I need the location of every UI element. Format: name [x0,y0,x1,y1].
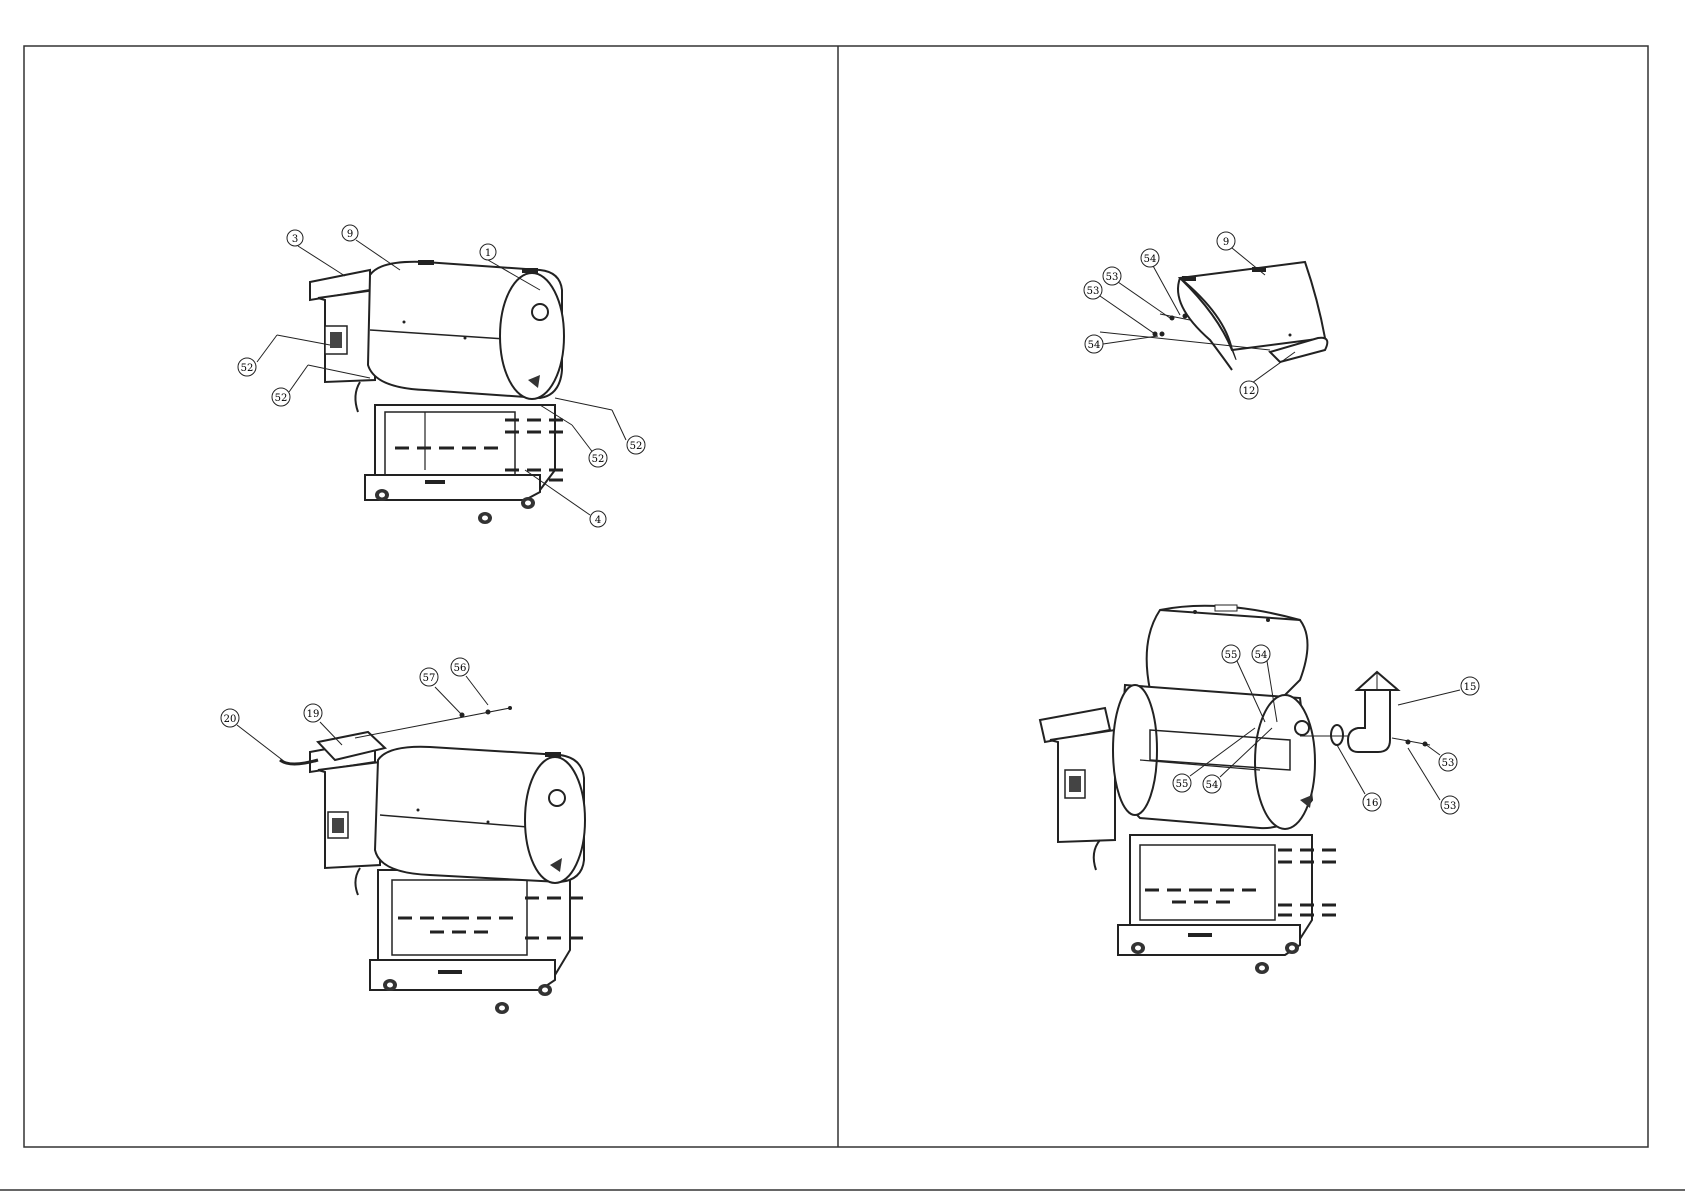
callout-53-d: 53 [1441,796,1459,814]
callout-52-d: 52 [589,449,607,467]
svg-text:56: 56 [454,663,467,674]
svg-text:52: 52 [630,441,643,452]
svg-text:53: 53 [1442,758,1455,769]
svg-text:15: 15 [1464,682,1477,693]
callout-55-a: 55 [1222,645,1240,663]
svg-text:53: 53 [1087,286,1100,297]
callout-55-b: 55 [1173,774,1191,792]
svg-text:53: 53 [1444,801,1457,812]
callout-9: 9 [342,225,358,241]
callout-9-lid: 9 [1217,232,1235,250]
callout-3: 3 [287,230,303,246]
callout-4: 4 [590,511,606,527]
callout-12: 12 [1240,381,1258,399]
svg-text:54: 54 [1144,254,1157,265]
callout-16: 16 [1363,793,1381,811]
svg-text:16: 16 [1366,798,1379,809]
svg-text:52: 52 [592,454,605,465]
callout-53-a: 53 [1103,267,1121,285]
svg-text:54: 54 [1255,650,1268,661]
callout-56: 56 [451,658,469,676]
svg-text:52: 52 [241,363,254,374]
svg-text:12: 12 [1243,386,1256,397]
svg-text:55: 55 [1225,650,1238,661]
svg-text:57: 57 [423,673,436,684]
panel-grill-assembly-top-left [277,260,612,524]
svg-text:54: 54 [1206,780,1219,791]
callout-53-b: 53 [1084,281,1102,299]
svg-text:1: 1 [485,248,491,259]
svg-text:53: 53 [1106,272,1119,283]
callout-54-a: 54 [1141,249,1159,267]
callout-20: 20 [221,709,239,727]
svg-text:55: 55 [1176,779,1189,790]
callout-53-c: 53 [1439,753,1457,771]
callout-52-c: 52 [627,436,645,454]
svg-text:9: 9 [1223,237,1229,248]
callout-54-c: 54 [1252,645,1270,663]
callout-54-b: 54 [1085,335,1103,353]
svg-text:20: 20 [224,714,237,725]
svg-text:9: 9 [347,229,353,240]
svg-text:52: 52 [275,393,288,404]
svg-text:4: 4 [595,515,601,526]
panel-grill-assembly-bottom-left [280,706,585,1014]
callout-15: 15 [1461,677,1479,695]
outer-frame [24,46,1648,1147]
svg-text:54: 54 [1088,340,1101,351]
panel-lid-handle-top-right [1100,262,1327,380]
callout-52-a: 52 [238,358,256,376]
svg-text:19: 19 [307,709,320,720]
callout-19: 19 [304,704,322,722]
svg-text:3: 3 [292,234,298,245]
callout-1: 1 [480,244,496,260]
callout-52-b: 52 [272,388,290,406]
callout-57: 57 [420,668,438,686]
callout-54-d: 54 [1203,775,1221,793]
